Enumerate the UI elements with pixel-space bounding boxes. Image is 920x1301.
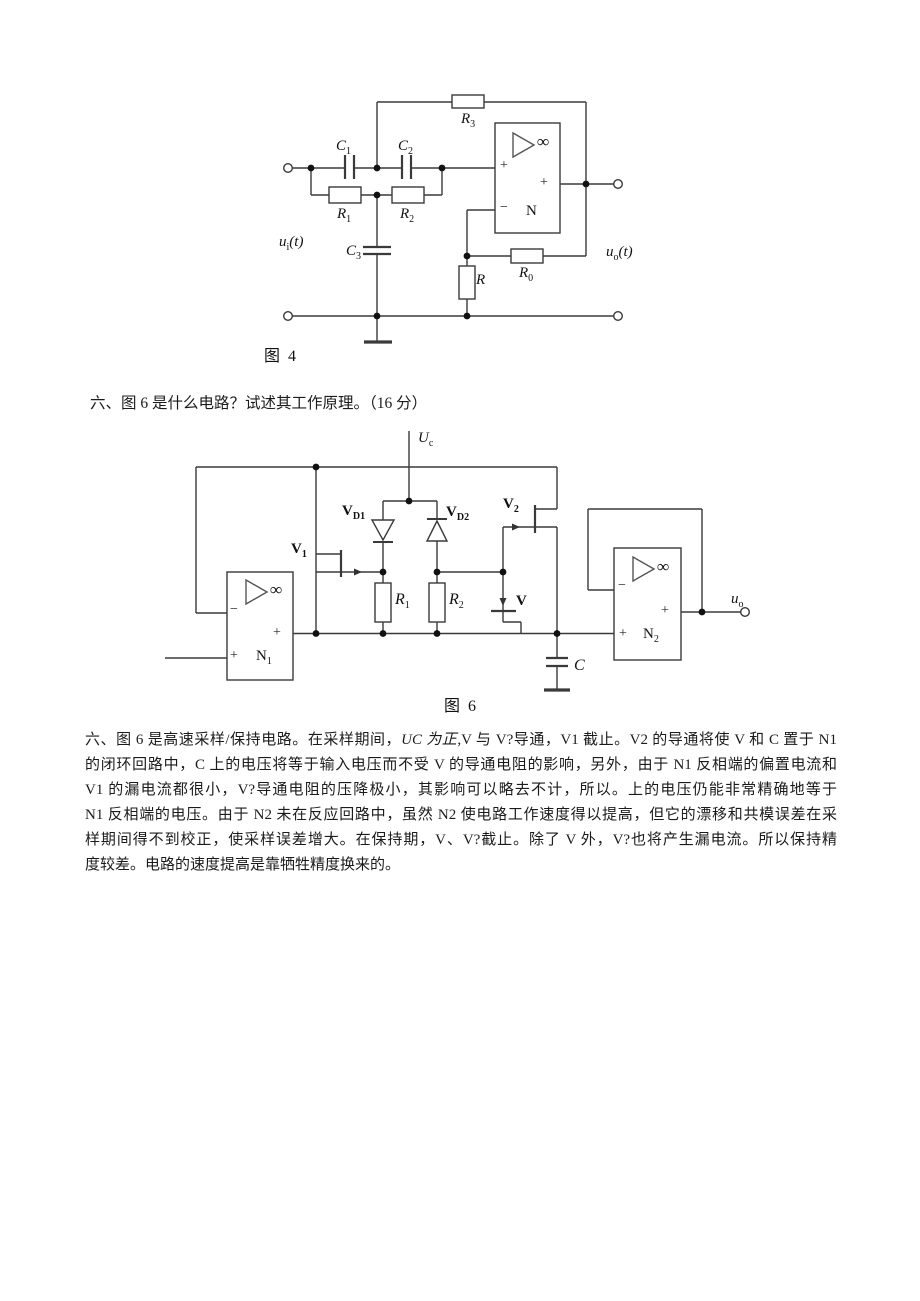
transistor-v2 [502, 467, 558, 634]
label-n1: N1 [256, 648, 272, 667]
label-v1: V1 [291, 541, 307, 560]
uo-terminal [740, 607, 751, 618]
label-ui: ui(t) [279, 234, 304, 253]
label-r0: R0 [519, 265, 534, 284]
junction-dots [307, 164, 590, 320]
label-c3: C3 [346, 243, 362, 262]
answer-line-4: N1 反相端的电压。由于 N2 未在反应回路中，虽然 N2 使电路工作速度得以提… [85, 807, 837, 823]
opamp-triangle [512, 131, 536, 159]
opamp-name: N [526, 203, 537, 219]
opamp-n2-box [613, 547, 682, 661]
answer-line-2: 的闭环回路中，C 上的电压将等于输入电压而不受 V 的导通电阻的影响，另外，由于… [85, 757, 837, 773]
fig6-circuit-diagram [165, 431, 751, 692]
answer-line-5: 样期间得不到校正，使采样误差增大。在保持期，V、V?截止。除了 V 外，V?也将… [85, 832, 837, 848]
n2-infinity-symbol: ∞ [657, 557, 670, 576]
label-uc: Uc [418, 430, 434, 449]
n1-plus-input: + [230, 648, 238, 663]
transistor-v1 [315, 467, 383, 634]
answer-line-6: 度较差。电路的速度提高是靠牺牲精度换来的。 [85, 857, 401, 873]
capacitor-c2 [400, 155, 413, 179]
label-r1: R1 [337, 206, 352, 225]
label-v2: V2 [503, 496, 519, 515]
opamp-plus-output: + [540, 175, 548, 190]
label-c1: C1 [336, 138, 352, 157]
label-r2: R2 [449, 591, 464, 612]
resistor-r1 [374, 582, 392, 623]
label-r2: R2 [400, 206, 415, 225]
resistor-r2 [428, 582, 446, 623]
capacitor-c [546, 656, 568, 668]
n1-minus-input: − [230, 602, 238, 617]
opamp-minus-input: − [500, 200, 508, 215]
diode-vd1 [370, 519, 396, 572]
opamp-n1-box [226, 571, 294, 681]
opamp-plus-input: + [500, 158, 508, 173]
label-r: R [476, 272, 486, 288]
n2-plus-output: + [661, 603, 669, 618]
resistor-r1 [328, 186, 362, 204]
label-n2: N2 [643, 626, 659, 645]
n2-minus-input: − [618, 578, 626, 593]
arrowheads [354, 523, 520, 606]
opamp-n-box [494, 122, 561, 234]
fig4-caption: 图 4 [264, 348, 299, 365]
output-terminal [613, 178, 624, 189]
capacitor-c1 [343, 155, 356, 179]
resistor-r2 [391, 186, 425, 204]
junction-dots [312, 463, 706, 637]
n1-infinity-symbol: ∞ [270, 580, 283, 599]
label-r3: R3 [461, 111, 476, 130]
opamp-infinity-symbol: ∞ [537, 132, 550, 151]
resistor-r [458, 265, 476, 300]
output-ground-terminal [613, 311, 624, 322]
input-terminal [283, 162, 294, 173]
opamp-n1-triangle [245, 578, 269, 606]
label-c2: C2 [398, 138, 414, 157]
label-vd1: VD1 [342, 503, 366, 522]
answer-line-3: V1 的漏电流都很小，V?导通电阻的压降极小，其影响可以略去不计，所以。上的电压… [85, 782, 837, 798]
question-text: 六、图 6 是什么电路？试述其工作原理。（16 分） [90, 395, 428, 412]
fig6-caption: 图 6 [444, 698, 479, 715]
label-c: C [574, 657, 585, 674]
label-v: V [516, 593, 527, 609]
resistor-r3 [451, 94, 485, 109]
n2-plus-input: + [619, 626, 627, 641]
label-vd2: VD2 [446, 504, 470, 523]
italic-segment: UC 为正 [401, 732, 458, 748]
fig4-circuit-diagram [283, 94, 624, 344]
answer-line-1: 六、图 6 是高速采样/保持电路。在采样期间，UC 为正,V 与 V?导通，V1… [85, 732, 838, 748]
capacitor-c3 [363, 245, 391, 256]
label-r1: R1 [395, 591, 410, 612]
answer-paragraph: 六、图 6 是高速采样/保持电路。在采样期间，UC 为正,V 与 V?导通，V1… [85, 728, 837, 878]
opamp-n2-triangle [632, 555, 656, 583]
label-uo-t: uo(t) [606, 244, 633, 263]
resistor-r0 [510, 248, 544, 264]
label-uo: uo [731, 591, 744, 610]
diode-vd2 [425, 518, 449, 572]
input-ground-terminal [283, 311, 294, 322]
n1-plus-output: + [273, 625, 281, 640]
